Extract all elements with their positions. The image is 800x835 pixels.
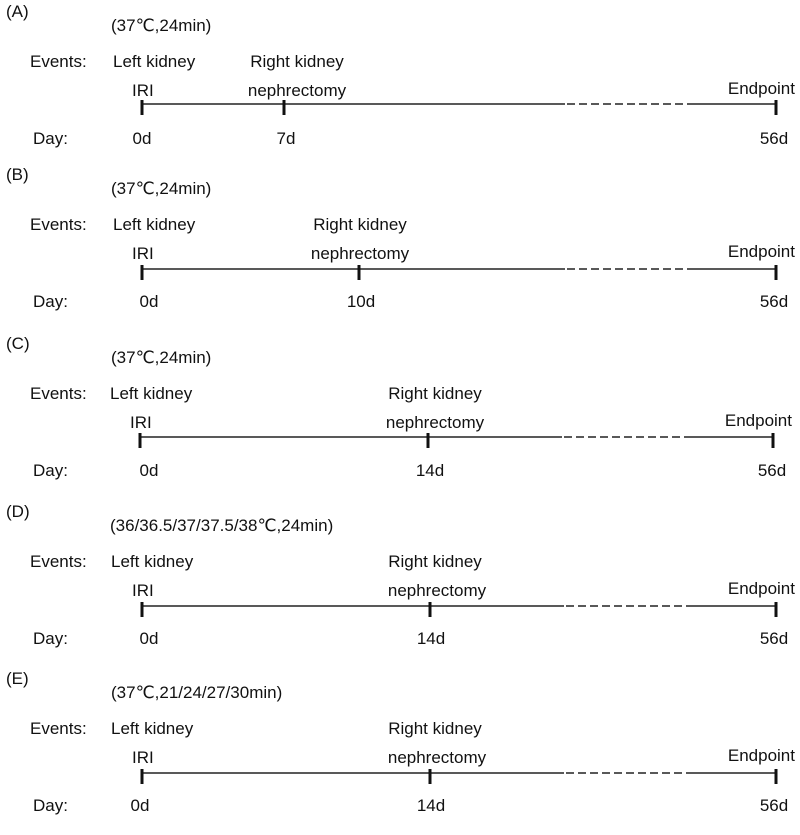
panel-label: (C) [6, 334, 30, 353]
tick-label-56d: 56d [759, 796, 789, 815]
timeline-panel-c: (C) (37℃,24min) Events: Left kidney IRI … [0, 332, 800, 500]
event-endpoint: Endpoint [727, 579, 795, 598]
tick-56d [774, 769, 778, 784]
event-iri-line2: IRI [132, 81, 154, 100]
timeline-axis [140, 769, 778, 784]
condition-text: (37℃,24min) [111, 16, 212, 35]
condition-text: (37℃,21/24/27/30min) [111, 683, 283, 702]
tick-label-0d: 0d [130, 796, 150, 815]
events-label: Events: [30, 215, 87, 234]
event-iri-line1: Left kidney [113, 215, 196, 234]
tick-label-10d: 10d [346, 292, 376, 311]
tick-label-56d: 56d [759, 629, 789, 648]
panel-label: (A) [6, 2, 29, 21]
event-nephrectomy-line2: nephrectomy [385, 413, 485, 432]
events-label: Events: [30, 552, 87, 571]
events-label: Events: [30, 719, 87, 738]
tick-0d [140, 602, 144, 617]
event-nephrectomy-line2: nephrectomy [310, 244, 410, 263]
timeline-panel-d: (D) (36/36.5/37/37.5/38℃,24min) Events: … [0, 500, 800, 668]
event-nephrectomy-line1: Right kidney [313, 215, 407, 234]
event-nephrectomy-line2: nephrectomy [387, 581, 487, 600]
condition-text: (37℃,24min) [111, 179, 212, 198]
event-iri-line2: IRI [132, 748, 154, 767]
event-nephrectomy-line2: nephrectomy [247, 81, 347, 100]
tick-14d [426, 433, 430, 448]
tick-56d [771, 433, 775, 448]
timeline-panel-a: (A) (37℃,24min) Events: Left kidney IRI … [0, 0, 800, 168]
timeline-panel-e: (E) (37℃,21/24/27/30min) Events: Left ki… [0, 667, 800, 835]
event-endpoint: Endpoint [727, 242, 795, 261]
tick-label-14d: 14d [416, 629, 446, 648]
event-nephrectomy-line1: Right kidney [250, 52, 344, 71]
event-endpoint: Endpoint [727, 746, 795, 765]
condition-text: (37℃,24min) [111, 348, 212, 367]
tick-0d [140, 769, 144, 784]
event-iri-line1: Left kidney [113, 52, 196, 71]
tick-label-14d: 14d [415, 461, 445, 480]
event-nephrectomy-line1: Right kidney [388, 552, 482, 571]
day-label: Day: [33, 292, 68, 311]
event-nephrectomy-line2: nephrectomy [387, 748, 487, 767]
panel-label: (B) [6, 165, 29, 184]
tick-0d [140, 265, 144, 280]
tick-56d [774, 265, 778, 280]
tick-label-56d: 56d [757, 461, 787, 480]
day-label: Day: [33, 461, 68, 480]
tick-label-0d: 0d [139, 292, 159, 311]
tick-label-7d: 7d [276, 129, 296, 148]
event-iri-line2: IRI [132, 581, 154, 600]
tick-label-0d: 0d [132, 129, 152, 148]
timeline-panel-b: (B) (37℃,24min) Events: Left kidney IRI … [0, 163, 800, 331]
event-endpoint: Endpoint [727, 79, 795, 98]
tick-7d [282, 100, 286, 115]
events-label: Events: [30, 52, 87, 71]
event-nephrectomy-line1: Right kidney [388, 384, 482, 403]
tick-56d [774, 602, 778, 617]
tick-label-56d: 56d [759, 292, 789, 311]
event-iri-line2: IRI [132, 244, 154, 263]
tick-label-0d: 0d [139, 461, 159, 480]
event-iri-line1: Left kidney [111, 552, 194, 571]
tick-0d [140, 100, 144, 115]
day-label: Day: [33, 629, 68, 648]
panel-label: (E) [6, 669, 29, 688]
tick-label-56d: 56d [759, 129, 789, 148]
timeline-axis [140, 100, 778, 115]
tick-label-14d: 14d [416, 796, 446, 815]
event-nephrectomy-line1: Right kidney [388, 719, 482, 738]
day-label: Day: [33, 796, 68, 815]
events-label: Events: [30, 384, 87, 403]
tick-label-0d: 0d [139, 629, 159, 648]
timeline-axis [140, 265, 778, 280]
tick-14d [428, 602, 432, 617]
timeline-axis [140, 602, 778, 617]
panel-label: (D) [6, 502, 30, 521]
tick-56d [774, 100, 778, 115]
tick-0d [138, 433, 142, 448]
condition-text: (36/36.5/37/37.5/38℃,24min) [110, 516, 334, 535]
event-iri-line2: IRI [130, 413, 152, 432]
event-iri-line1: Left kidney [110, 384, 193, 403]
tick-10d [357, 265, 361, 280]
day-label: Day: [33, 129, 68, 148]
event-iri-line1: Left kidney [111, 719, 194, 738]
timeline-axis [138, 433, 775, 448]
event-endpoint: Endpoint [724, 411, 792, 430]
tick-14d [428, 769, 432, 784]
